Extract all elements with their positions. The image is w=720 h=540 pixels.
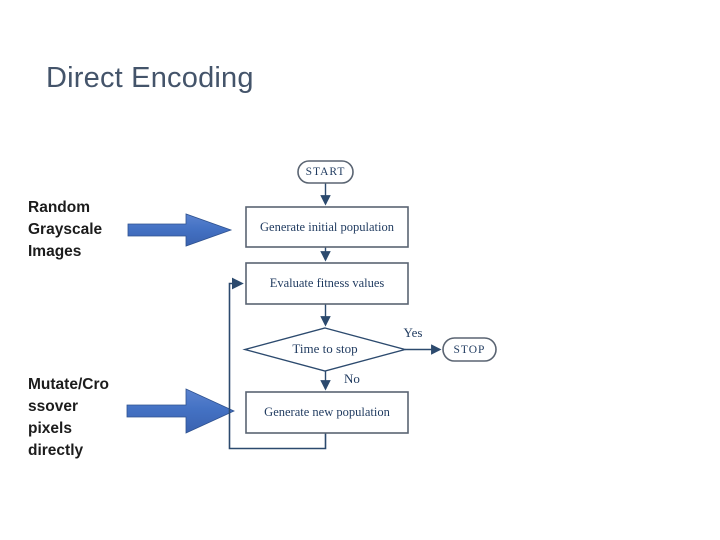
stop-node-label: STOP (453, 343, 486, 356)
start-node (297, 160, 354, 184)
page-title: Direct Encoding (46, 62, 254, 94)
edge-loop-generate-new-to-evaluate (228, 277, 327, 450)
time-to-stop-label: Time to stop (292, 341, 358, 356)
generate-new-population-label: Generate new population (264, 405, 390, 419)
blue-arrow-random-to-generate (127, 213, 233, 247)
process-evaluate-fitness-values (245, 262, 409, 305)
stop-node (442, 337, 497, 362)
annotation-mutate-crossover-pixels: Mutate/Cro ssover pixels directly (28, 376, 109, 459)
yes-edge-label: Yes (403, 325, 423, 340)
process-generate-initial-population (245, 206, 409, 248)
annotation-random-grayscale-images: Random Grayscale Images (28, 199, 103, 260)
decision-time-to-stop (242, 327, 408, 372)
blue-arrow-mutate-to-loop (126, 388, 235, 434)
generate-initial-population-label: Generate initial population (260, 219, 394, 234)
no-edge-label: No (344, 371, 360, 386)
start-node-label: START (305, 166, 346, 178)
evaluate-fitness-values-label: Evaluate fitness values (269, 276, 385, 290)
process-generate-new-population (245, 391, 409, 434)
